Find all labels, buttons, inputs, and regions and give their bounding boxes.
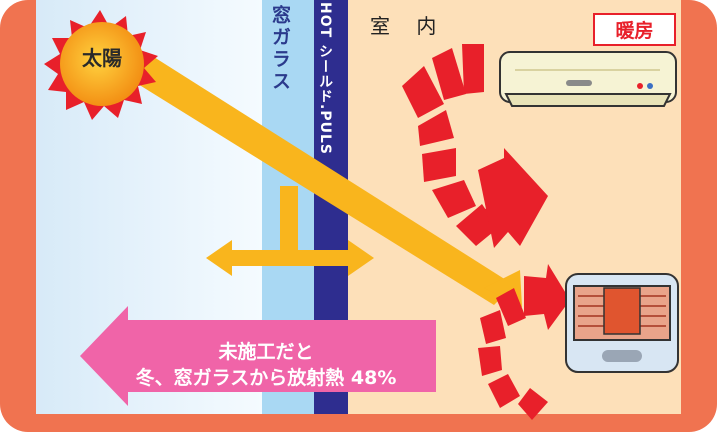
heat-arrow-small: [478, 264, 570, 420]
reflection-arrow-right: [348, 240, 374, 276]
air-conditioner-icon: [499, 51, 677, 107]
callout-text: 未施工だと 冬、窓ガラスから放射熱 48%: [96, 339, 436, 391]
heater-icon: [565, 273, 679, 373]
reflection-stem: [280, 186, 298, 250]
room-label: 室 内: [370, 14, 447, 38]
sun-label: 太陽: [82, 46, 122, 70]
film-label: HOT シールド.PULS: [317, 2, 333, 155]
callout-line-2: 冬、窓ガラスから放射熱 48%: [135, 367, 397, 389]
sun-icon: [44, 10, 158, 120]
heating-badge: 暖房: [593, 13, 676, 46]
window-glass-label: 窓ガラス: [269, 5, 291, 93]
callout-arrow: [80, 306, 436, 406]
sunbeam: [112, 52, 514, 305]
reflection-arrow-left: [206, 240, 232, 276]
reflection-bar: [232, 250, 348, 266]
heat-arrow-large: [402, 44, 548, 248]
callout-line-1: 未施工だと: [218, 341, 314, 363]
